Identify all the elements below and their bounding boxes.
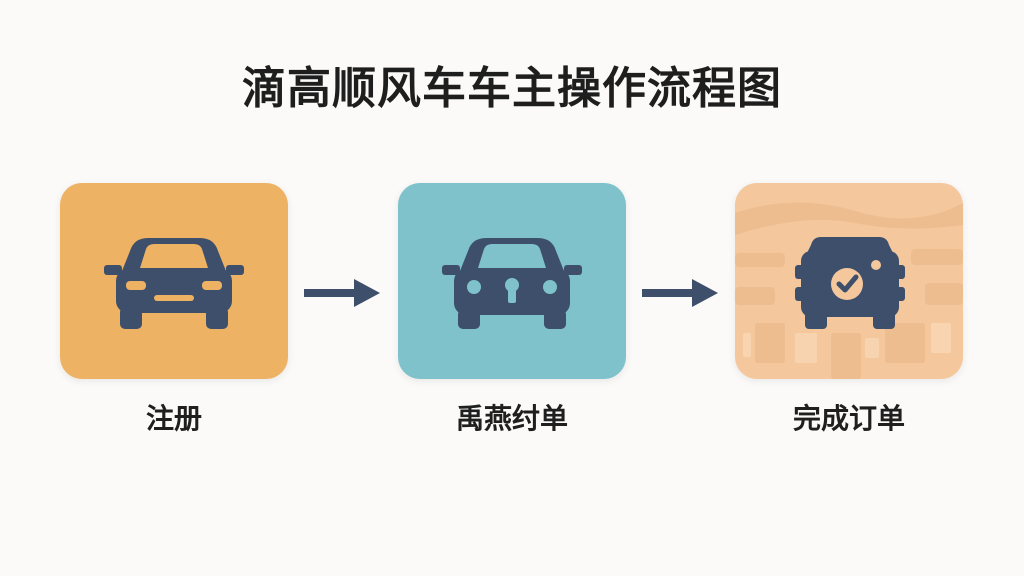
step-register-label: 注册 bbox=[145, 402, 202, 435]
step-complete-order-tile bbox=[735, 183, 963, 379]
diagram-title: 滴高顺风车车主操作流程图 bbox=[242, 63, 782, 114]
car-keyhole-icon bbox=[442, 238, 582, 329]
step-register-tile bbox=[60, 183, 288, 379]
car-icon bbox=[104, 238, 244, 329]
step-complete-order-label: 完成订单 bbox=[792, 402, 905, 435]
arrow-right-icon bbox=[642, 279, 718, 307]
vehicle-check-icon bbox=[735, 202, 963, 379]
step-take-order-label: 禹燕纣单 bbox=[455, 402, 568, 435]
arrow-right-icon bbox=[304, 279, 380, 307]
step-take-order-tile bbox=[398, 183, 626, 379]
